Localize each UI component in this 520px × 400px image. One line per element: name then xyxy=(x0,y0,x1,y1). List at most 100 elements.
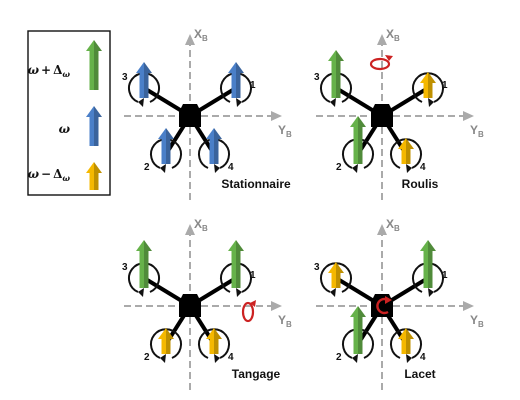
legend-item: ω−Δω xyxy=(28,162,102,190)
y-axis-label: YB xyxy=(470,313,484,329)
rotation-arrowhead xyxy=(330,288,336,297)
thrust-arrow-icon xyxy=(228,240,244,288)
arrow-shaft xyxy=(89,50,94,90)
thrust-arrow-icon xyxy=(350,116,366,164)
rotation-arrowhead xyxy=(330,98,336,107)
arrow-shaft xyxy=(353,126,358,164)
motor-2: 2 xyxy=(144,328,182,363)
thrust-arrow-icon xyxy=(420,240,436,288)
thrust-arrow-icon xyxy=(228,62,244,98)
arrow-head xyxy=(86,162,94,173)
arrow-head xyxy=(86,106,94,117)
x-axis-arrowhead xyxy=(377,224,387,235)
thrust-arrow-icon xyxy=(158,128,174,164)
legend-item: ω+Δω xyxy=(28,40,102,90)
motor-1: 1 xyxy=(412,72,448,107)
arrow-head-shade xyxy=(428,240,436,251)
motor-number: 3 xyxy=(122,262,128,273)
rotation-arrowhead xyxy=(406,164,412,173)
rotation-arrowhead xyxy=(138,288,144,297)
motor-number: 4 xyxy=(420,162,426,173)
pitch-rotation-icon xyxy=(241,300,256,323)
arrow-head xyxy=(206,328,214,339)
legend-up-arrow-icon xyxy=(86,162,102,190)
quadrotor-body xyxy=(179,294,201,317)
legend-omega: ω xyxy=(28,63,40,77)
legend-omega: ω xyxy=(59,122,71,136)
x-axis-arrowhead xyxy=(185,34,195,45)
rotation-arrowhead xyxy=(428,98,434,107)
body-axes: XB YB xyxy=(316,27,484,200)
thrust-arrow-icon xyxy=(206,128,222,164)
arrow-shaft xyxy=(401,148,406,164)
y-axis-letter: Y xyxy=(470,313,478,327)
arrow-shaft-shade xyxy=(214,338,219,354)
arrow-shaft xyxy=(139,72,144,98)
y-axis-arrowhead xyxy=(271,301,282,311)
yaw-arrowhead xyxy=(385,296,392,304)
legend-delta-subscript: ω xyxy=(62,69,70,79)
rotation-arrowhead xyxy=(214,354,220,363)
arrow-head xyxy=(136,240,144,251)
thrust-arrow-icon xyxy=(350,306,366,354)
arrow-head xyxy=(228,62,236,73)
arrow-shaft xyxy=(139,250,144,288)
arrow-shaft-shade xyxy=(236,72,241,98)
motor-4: 4 xyxy=(198,328,234,363)
arrow-shaft xyxy=(401,338,406,354)
x-axis-arrowhead xyxy=(185,224,195,235)
arrow-shaft xyxy=(231,72,236,98)
x-axis-letter: X xyxy=(194,217,202,231)
legend-up-arrow-icon xyxy=(86,40,102,90)
arrow-shaft xyxy=(161,138,166,164)
yaw-arc xyxy=(376,297,389,315)
y-axis-subscript: B xyxy=(286,320,292,329)
arrow-shaft-shade xyxy=(406,338,411,354)
arrow-shaft-shade xyxy=(144,72,149,98)
arrow-shaft-shade xyxy=(336,60,341,98)
y-axis-letter: Y xyxy=(278,123,286,137)
arrow-head xyxy=(328,262,336,273)
motor-4: 4 xyxy=(390,328,426,363)
arrow-head xyxy=(228,240,236,251)
arrow-shaft-shade xyxy=(428,82,433,98)
legend-formula: ω−Δω xyxy=(28,167,71,183)
motor-number: 2 xyxy=(144,162,150,173)
x-axis-subscript: B xyxy=(394,224,400,233)
arrow-head xyxy=(158,128,166,139)
arrow-shaft xyxy=(161,338,166,354)
motor-2: 2 xyxy=(144,128,182,173)
motor-number: 2 xyxy=(336,352,342,363)
thrust-arrow-icon xyxy=(398,328,414,354)
arrow-head xyxy=(420,240,428,251)
motor-number: 1 xyxy=(442,80,448,91)
yaw-rotation-icon xyxy=(376,296,392,315)
motor-number: 2 xyxy=(336,162,342,173)
arrow-shaft xyxy=(331,272,336,288)
x-axis-subscript: B xyxy=(394,34,400,43)
panel-label: Tangage xyxy=(232,367,281,381)
quadrotor-frame xyxy=(142,276,238,346)
arrow-head-shade xyxy=(336,50,344,61)
arrow-head-shade xyxy=(236,240,244,251)
roll-arrowhead xyxy=(385,55,393,61)
rotation-arrowhead xyxy=(352,354,358,363)
y-axis-label: YB xyxy=(470,123,484,139)
arrow-shaft xyxy=(209,338,214,354)
arrow-shaft-shade xyxy=(144,250,149,288)
x-axis-label: XB xyxy=(194,27,208,43)
motor-number: 4 xyxy=(420,352,426,363)
arrow-head-shade xyxy=(236,62,244,73)
thrust-arrow-icon xyxy=(136,240,152,288)
quadrotor-frame xyxy=(142,86,238,156)
arrow-head xyxy=(420,72,428,83)
motor-number: 1 xyxy=(442,270,448,281)
motor-number: 3 xyxy=(314,72,320,83)
y-axis-label: YB xyxy=(278,123,292,139)
x-axis-label: XB xyxy=(386,27,400,43)
rotation-arrowhead xyxy=(214,164,220,173)
rotation-arrowhead xyxy=(160,354,166,363)
